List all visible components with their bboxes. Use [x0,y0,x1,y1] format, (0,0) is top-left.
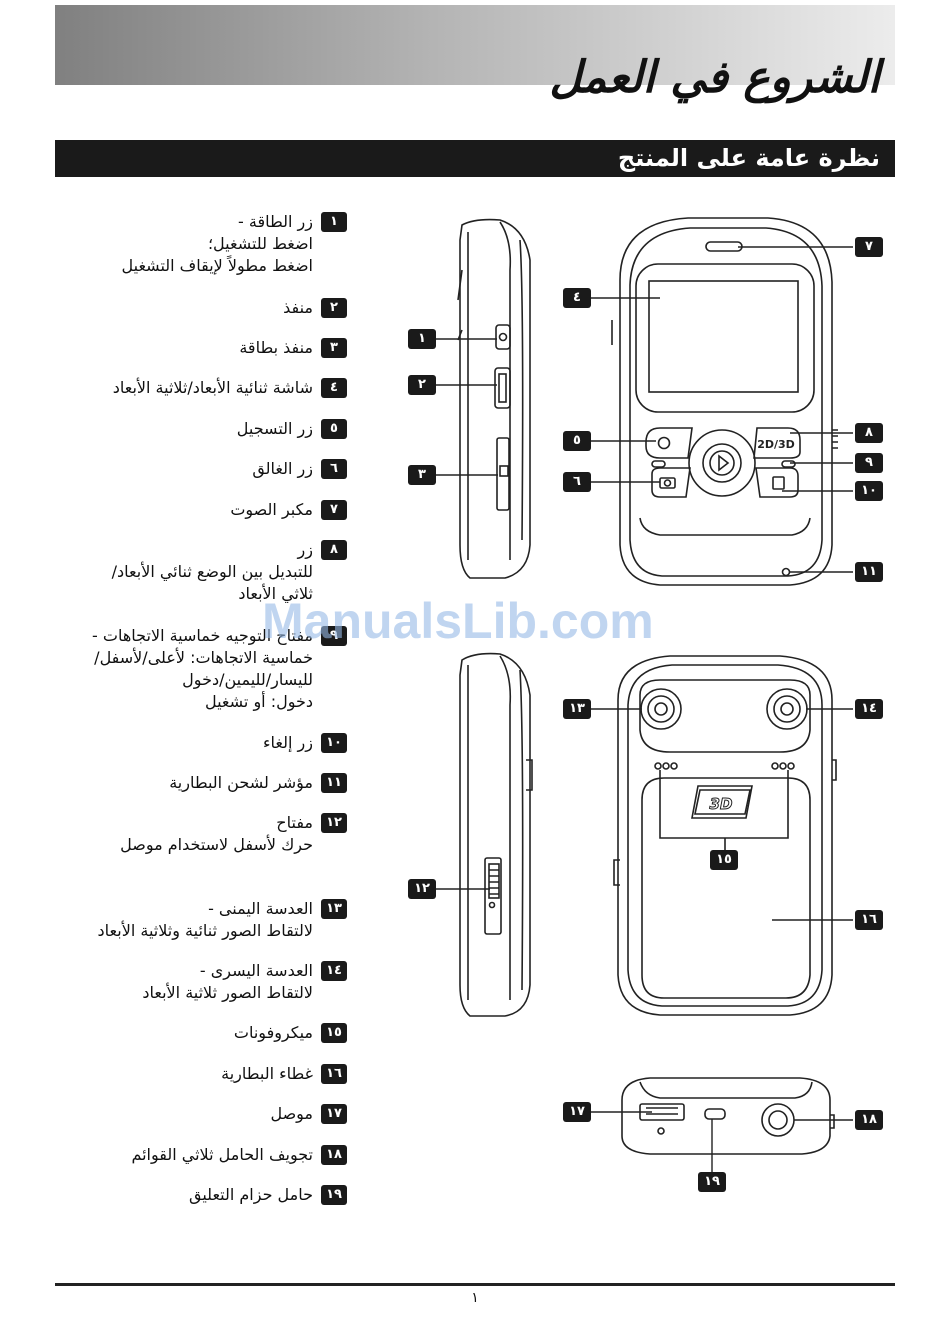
legend-number: ١٤ [321,961,347,981]
legend-item-3: ٣ منفذ بطاقة [239,337,347,359]
legend-item-8: ٨ زر للتبديل بين الوضع ثنائي الأبعاد/ ثلا… [112,539,347,605]
legend-number: ١٦ [321,1064,347,1084]
callout-7: ٧ [855,237,883,257]
legend-item-4: ٤ شاشة ثنائية الأبعاد/ثلاثية الأبعاد [113,377,347,399]
legend-number: ١ [321,212,347,232]
legend-text: زر الغالق [252,459,313,478]
legend-text: مفتاح التوجيه خماسية الاتجاهات - خماسية … [92,626,313,711]
callout-8: ٨ [855,423,883,443]
callout-13: ١٣ [563,699,591,719]
legend-number: ٦ [321,459,347,479]
legend-item-13: ١٣ العدسة اليمنى - لالتقاط الصور ثنائية و… [98,898,347,942]
legend-number: ١٨ [321,1145,347,1165]
legend-item-9: ٩ مفتاح التوجيه خماسية الاتجاهات - خماسية… [92,625,347,713]
mode-button-label: 2D/3D [757,438,795,451]
legend-text: تجويف الحامل ثلاثي القوائم [131,1145,313,1164]
legend-number: ٢ [321,298,347,318]
legend-item-5: ٥ زر التسجيل [237,418,347,440]
legend-text: العدسة اليمنى - لالتقاط الصور ثنائية وثل… [97,899,313,940]
legend-number: ١٥ [321,1023,347,1043]
legend-item-16: ١٦ غطاء البطارية [221,1063,347,1085]
legend-number: ١٠ [321,733,347,753]
callout-6: ٦ [563,472,591,492]
legend-number: ٧ [321,500,347,520]
callout-9: ٩ [855,453,883,473]
callout-1: ١ [408,329,436,349]
camera-side-view-2 [459,652,533,1017]
footer-rule [55,1283,895,1286]
callout-14: ١٤ [855,699,883,719]
legend-item-1: ١ زر الطاقة - اضغط للتشغيل؛ اضغط مطولاً ل… [121,211,347,277]
legend-text: حامل حزام التعليق [188,1185,313,1204]
legend-text: زر التسجيل [236,419,313,438]
legend-number: ١٣ [321,899,347,919]
legend-text: ميكروفونات [233,1023,313,1042]
callout-11: ١١ [855,562,883,582]
legend-text: زر الطاقة - اضغط للتشغيل؛ اضغط مطولاً لإ… [121,212,314,275]
watermark: ManualsLib.com [262,593,654,649]
legend-item-2: ٢ منفذ [283,297,347,319]
legend-number: ١٧ [321,1104,347,1124]
legend-item-19: ١٩ حامل حزام التعليق [189,1184,347,1206]
legend-number: ٥ [321,419,347,439]
callout-3: ٣ [408,465,436,485]
callout-17: ١٧ [563,1102,591,1122]
legend-text: مكبر الصوت [230,500,313,519]
legend-text: منفذ [283,298,313,317]
camera-front-view [611,217,838,586]
legend-text: زر إلغاء [263,733,313,752]
legend-text: غطاء البطارية [221,1064,313,1083]
legend-number: ١١ [321,773,347,793]
legend-number: ٣ [321,338,347,358]
legend-number: ٨ [321,540,347,560]
legend-number: ١٩ [321,1185,347,1205]
legend-text: شاشة ثنائية الأبعاد/ثلاثية الأبعاد [112,378,313,397]
legend-text: منفذ بطاقة [239,338,313,357]
page-number: ١ [471,1290,479,1306]
callout-2: ٢ [408,375,436,395]
camera-bottom-view [621,1077,835,1155]
header-gradient-bar [55,5,895,85]
legend-text: مفتاح حرك لأسفل لاستخدام موصل [120,813,313,854]
callout-19: ١٩ [698,1172,726,1192]
section-title: نظرة عامة على المنتج [617,144,880,172]
callout-15: ١٥ [710,850,738,870]
legend-item-12: ١٢ مفتاح حرك لأسفل لاستخدام موصل [120,812,347,856]
legend-text: العدسة اليسرى - لالتقاط الصور ثلاثية الأ… [142,961,313,1002]
camera-side-view [457,218,531,579]
callout-16: ١٦ [855,910,883,930]
callout-12: ١٢ [408,879,436,899]
camera-back-view [613,655,837,1016]
legend-item-6: ٦ زر الغالق [252,458,347,480]
legend-number: ٩ [321,626,347,646]
legend-text: موصل [270,1104,313,1123]
legend-item-10: ١٠ زر إلغاء [263,732,347,754]
legend-item-14: ١٤ العدسة اليسرى - لالتقاط الصور ثلاثية ا… [142,960,347,1004]
callout-18: ١٨ [855,1110,883,1130]
callout-10: ١٠ [855,481,883,501]
legend-text: زر للتبديل بين الوضع ثنائي الأبعاد/ ثلاث… [111,540,313,603]
legend-item-7: ٧ مكبر الصوت [230,499,347,521]
page-title: الشروع في العمل [549,52,880,103]
callout-5: ٥ [563,431,591,451]
callout-4: ٤ [563,288,591,308]
leader-lines [436,246,853,1172]
legend-number: ١٢ [321,813,347,833]
battery-3d-badge: 3D [710,795,733,813]
legend-item-17: ١٧ موصل [270,1103,347,1125]
legend-number: ٤ [321,378,347,398]
section-title-bar [55,140,895,177]
legend-text: مؤشر لشحن البطارية [169,773,313,792]
legend-item-15: ١٥ ميكروفونات [234,1022,347,1044]
legend-item-18: ١٨ تجويف الحامل ثلاثي القوائم [131,1144,347,1166]
legend-item-11: ١١ مؤشر لشحن البطارية [169,772,347,794]
